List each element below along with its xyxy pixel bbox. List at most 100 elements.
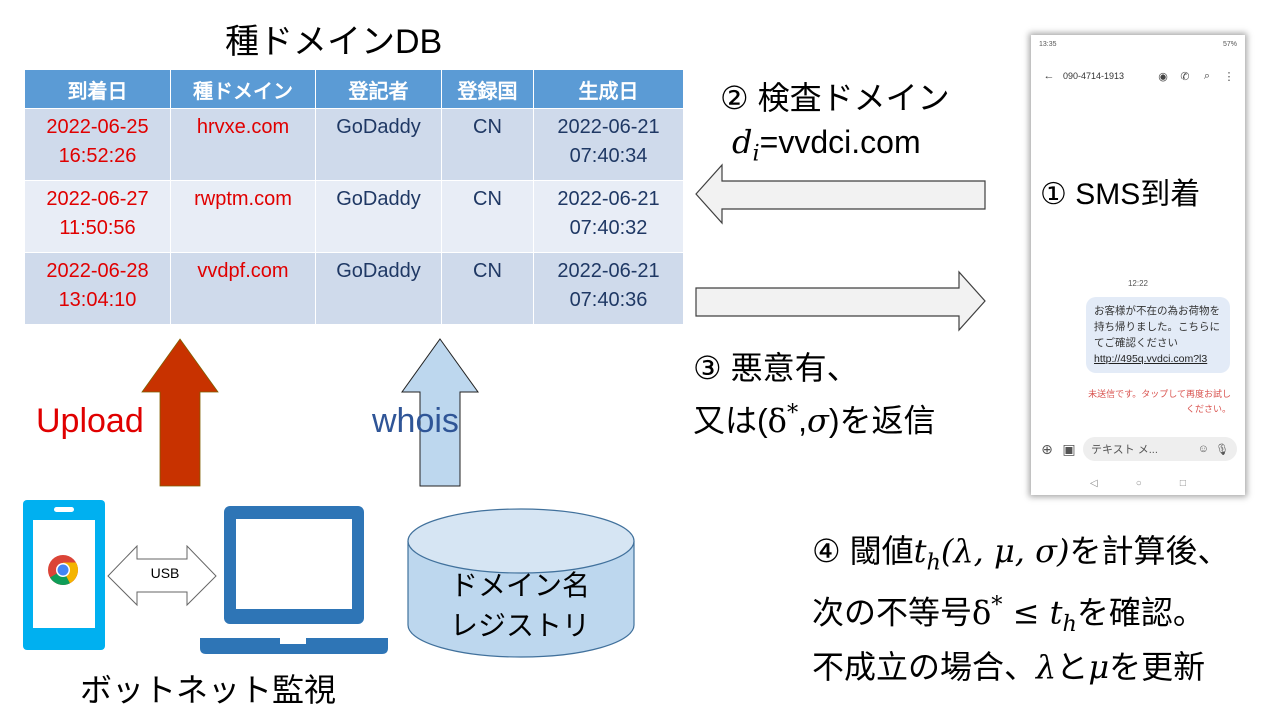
microphone-icon[interactable]: 🎙 [1215, 443, 1229, 456]
usb-double-arrow [107, 545, 217, 607]
arrival-date: 2022-06-28 [46, 260, 149, 282]
arrival-cell: 2022-06-28 13:04:10 [24, 252, 171, 325]
country-cell: CN [441, 108, 534, 181]
gallery-icon[interactable]: ▣ [1062, 440, 1076, 457]
message-bubble: お客様が不在の為お荷物を持ち帰りました。こちらにてご確認ください http://… [1086, 297, 1230, 373]
arrival-cell: 2022-06-25 16:52:26 [24, 108, 171, 181]
upload-label: Upload [36, 402, 144, 440]
domain-value: =vvdci.com [759, 124, 921, 160]
emoji-icon[interactable]: ☺ [1197, 443, 1210, 455]
registry-label-line1: ドメイン名 [449, 570, 590, 601]
usb-label: USB [150, 565, 180, 581]
created-cell: 2022-06-21 07:40:32 [533, 180, 684, 253]
arrival-date: 2022-06-25 [46, 116, 149, 138]
registry-label: ドメイン名 レジストリ [420, 566, 620, 646]
country-cell: CN [441, 252, 534, 325]
step3-line1: ③ 悪意有、 [693, 350, 859, 386]
query-arrow-left [695, 163, 986, 225]
whois-label: whois [372, 402, 459, 440]
message-input[interactable]: テキスト メ... ☺ 🎙 [1083, 437, 1237, 461]
table-row: 2022-06-28 13:04:10 vvdpf.com GoDaddy CN… [24, 252, 684, 325]
step3-suffix: )を返信 [828, 402, 936, 439]
step3-prefix: 又は( [693, 402, 768, 439]
delta-symbol: δ [972, 594, 992, 633]
android-nav-bar: ◁ ○ □ [1031, 478, 1245, 489]
created-time: 07:40:36 [569, 289, 648, 311]
domain-var-subscript: i [752, 140, 760, 167]
created-time: 07:40:34 [569, 145, 648, 167]
whois-arrow [401, 338, 479, 487]
step4-text: ④ 閾値th(λ, μ, σ)を計算後、 次の不等号δ* ≤ thを確認。 不成… [812, 530, 1229, 689]
threshold-symbol: t [1049, 594, 1063, 633]
threshold-subscript: h [1062, 611, 1077, 638]
table-row: 2022-06-25 16:52:26 hrvxe.com GoDaddy CN… [24, 108, 684, 181]
nav-home-icon[interactable]: ○ [1135, 478, 1142, 489]
registrar-cell: GoDaddy [315, 108, 442, 181]
table-header-row: 到着日 種ドメイン 登記者 登録国 生成日 [24, 69, 684, 109]
step4-line3-suffix: を更新 [1109, 649, 1206, 686]
compose-bar: ⊕ ▣ テキスト メ... ☺ 🎙 [1039, 436, 1237, 462]
seed-domain-cell: vvdpf.com [170, 252, 316, 325]
mu-symbol: μ [1088, 648, 1110, 687]
step4-line2: 次の不等号δ* ≤ thを確認。 [812, 584, 1229, 646]
created-date: 2022-06-21 [557, 116, 660, 138]
chrome-icon [48, 555, 78, 585]
send-error-text[interactable]: 未送信です。タップして再度お試しください。 [1088, 389, 1231, 414]
db-title: 種ドメインDB [225, 23, 443, 61]
status-time: 13:35 [1039, 41, 1057, 48]
created-cell: 2022-06-21 07:40:34 [533, 108, 684, 181]
botnet-monitoring-label: ボットネット監視 [80, 672, 337, 708]
table-row: 2022-06-27 11:50:56 rwptm.com GoDaddy CN… [24, 180, 684, 253]
created-time: 07:40:32 [569, 217, 648, 239]
seed-domain-cell: hrvxe.com [170, 108, 316, 181]
phone-call-icon[interactable]: ✆ [1180, 70, 1190, 83]
more-menu-icon[interactable]: ⋮ [1223, 70, 1235, 83]
step4-line1-prefix: ④ 閾値 [812, 533, 914, 569]
created-cell: 2022-06-21 07:40:36 [533, 252, 684, 325]
arrival-time: 11:50:56 [59, 217, 136, 239]
contact-number: 090-4714-1913 [1063, 71, 1125, 81]
step4-line3: 不成立の場合、λとμを更新 [812, 646, 1229, 689]
status-bar: 13:35 57% [1039, 41, 1237, 48]
threshold-subscript: h [926, 549, 941, 576]
add-icon[interactable]: ⊕ [1041, 440, 1053, 457]
video-call-icon[interactable]: ◉ [1158, 70, 1168, 83]
upload-arrow [141, 338, 219, 487]
leq-symbol: ≤ [1002, 594, 1050, 633]
column-header-country: 登録国 [441, 69, 534, 109]
created-date: 2022-06-21 [557, 260, 660, 282]
registry-label-line2: レジストリ [449, 610, 590, 641]
sms-phone-screenshot: 13:35 57% ← 090-4714-1913 ◉ ✆ ⌕ ⋮ 12:22 … [1031, 35, 1245, 495]
seed-domain-table: 到着日 種ドメイン 登記者 登録国 生成日 2022-06-25 16:52:2… [24, 69, 684, 325]
country-cell: CN [441, 180, 534, 253]
nav-recents-icon[interactable]: □ [1179, 478, 1186, 489]
smartphone-icon [23, 500, 105, 650]
delta-symbol: δ [767, 401, 787, 440]
sigma-symbol: σ [807, 401, 829, 440]
laptop-icon [200, 506, 388, 654]
column-header-created: 生成日 [533, 69, 684, 109]
conversation-top-bar: ← 090-4714-1913 ◉ ✆ ⌕ ⋮ [1041, 67, 1237, 85]
comma: , [798, 402, 808, 439]
step3-line2: 又は(δ*,σ)を返信 [693, 393, 936, 441]
seed-domain-cell: rwptm.com [170, 180, 316, 253]
threshold-params: (λ, μ, σ) [940, 532, 1070, 570]
arrival-time: 16:52:26 [58, 145, 137, 167]
registrar-cell: GoDaddy [315, 252, 442, 325]
message-link[interactable]: http://495q.vvdci.com?l3 [1094, 353, 1208, 365]
registrar-cell: GoDaddy [315, 180, 442, 253]
column-header-registrar: 登記者 [315, 69, 442, 109]
domain-registry-cylinder [407, 508, 635, 658]
search-icon[interactable]: ⌕ [1203, 69, 1211, 82]
reply-arrow-right [695, 270, 986, 332]
step4-line1-suffix: を計算後、 [1069, 533, 1230, 569]
nav-back-icon[interactable]: ◁ [1090, 478, 1098, 489]
step4-line3-prefix: 不成立の場合、 [812, 649, 1037, 686]
arrival-time: 13:04:10 [58, 289, 137, 311]
created-date: 2022-06-21 [557, 188, 660, 210]
threshold-symbol: t [913, 532, 927, 570]
domain-var: d [732, 123, 753, 161]
lambda-symbol: λ [1036, 648, 1057, 687]
star-superscript: * [991, 592, 1003, 619]
back-arrow-icon[interactable]: ← [1043, 70, 1055, 82]
